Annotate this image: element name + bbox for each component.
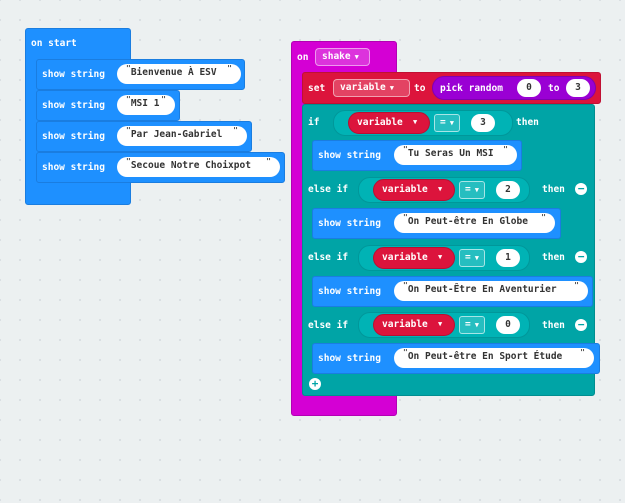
pick-from-input[interactable]: 0 [517,79,541,97]
gesture-dropdown[interactable]: shake▼ [315,48,370,66]
variable-dropdown[interactable]: variable▼ [333,79,410,97]
variable-label: variable [357,117,403,128]
chevron-down-icon: ▼ [413,118,418,126]
pick-to-label: to [548,83,560,94]
show-string-label: show string [318,353,381,364]
show-string-label: show string [318,150,381,161]
to-label: to [414,83,426,94]
show-string-label: show string [318,218,381,229]
else-if-label: else if [308,320,349,331]
variable-reporter-1[interactable] [348,112,430,134]
add-branch-icon[interactable]: + [309,378,321,390]
on-start-label: on start [31,38,77,49]
on-label: on [297,52,309,63]
string-value-5[interactable]: "Tu Seras Un MSI" [394,145,517,165]
string-value-4[interactable]: "Secoue Notre Choixpot" [117,157,280,177]
variable-label: variable [382,252,428,263]
compare-value-1[interactable]: 3 [471,114,495,132]
chevron-down-icon: ▼ [438,253,443,261]
show-string-label: show string [42,100,105,111]
compare-value-4[interactable]: 0 [496,316,520,334]
compare-value-2[interactable]: 2 [496,181,520,199]
variable-label: variable [382,319,428,330]
then-label: then [542,184,565,195]
compare-value-3[interactable]: 1 [496,249,520,267]
else-if-label: else if [308,252,349,263]
show-string-label: show string [318,286,381,297]
variable-reporter-2[interactable] [373,179,455,201]
variable-label: variable [382,184,428,195]
compare-operator-2[interactable]: =▼ [459,181,485,199]
compare-operator-1[interactable]: =▼ [434,114,460,132]
pick-random-label: pick random [440,83,503,94]
else-if-label: else if [308,184,349,195]
variable-reporter-4[interactable] [373,314,455,336]
then-label: then [542,320,565,331]
compare-operator-3[interactable]: =▼ [459,249,485,267]
string-value-2[interactable]: "MSI 1" [117,95,175,115]
chevron-down-icon: ▼ [389,84,394,92]
show-string-label: show string [42,131,105,142]
show-string-label: show string [42,69,105,80]
chevron-down-icon: ▼ [354,53,359,61]
show-string-label: show string [42,162,105,173]
string-value-6[interactable]: "On Peut-être En Globe" [394,213,555,233]
compare-operator-4[interactable]: =▼ [459,316,485,334]
chevron-down-icon: ▼ [438,320,443,328]
then-label: then [516,117,539,128]
string-value-3[interactable]: "Par Jean-Gabriel" [117,126,247,146]
set-label: set [308,83,326,94]
chevron-down-icon: ▼ [438,185,443,193]
string-value-1[interactable]: "Bienvenue À ESV" [117,64,241,84]
if-label: if [308,117,320,128]
variable-reporter-3[interactable] [373,247,455,269]
remove-branch-icon[interactable]: − [575,251,587,263]
remove-branch-icon[interactable]: − [575,319,587,331]
string-value-8[interactable]: "On Peut-être En Sport Étude" [394,348,594,368]
remove-branch-icon[interactable]: − [575,183,587,195]
then-label: then [542,252,565,263]
pick-to-input[interactable]: 3 [566,79,590,97]
string-value-7[interactable]: "On Peut-Être En Aventurier" [394,281,588,301]
